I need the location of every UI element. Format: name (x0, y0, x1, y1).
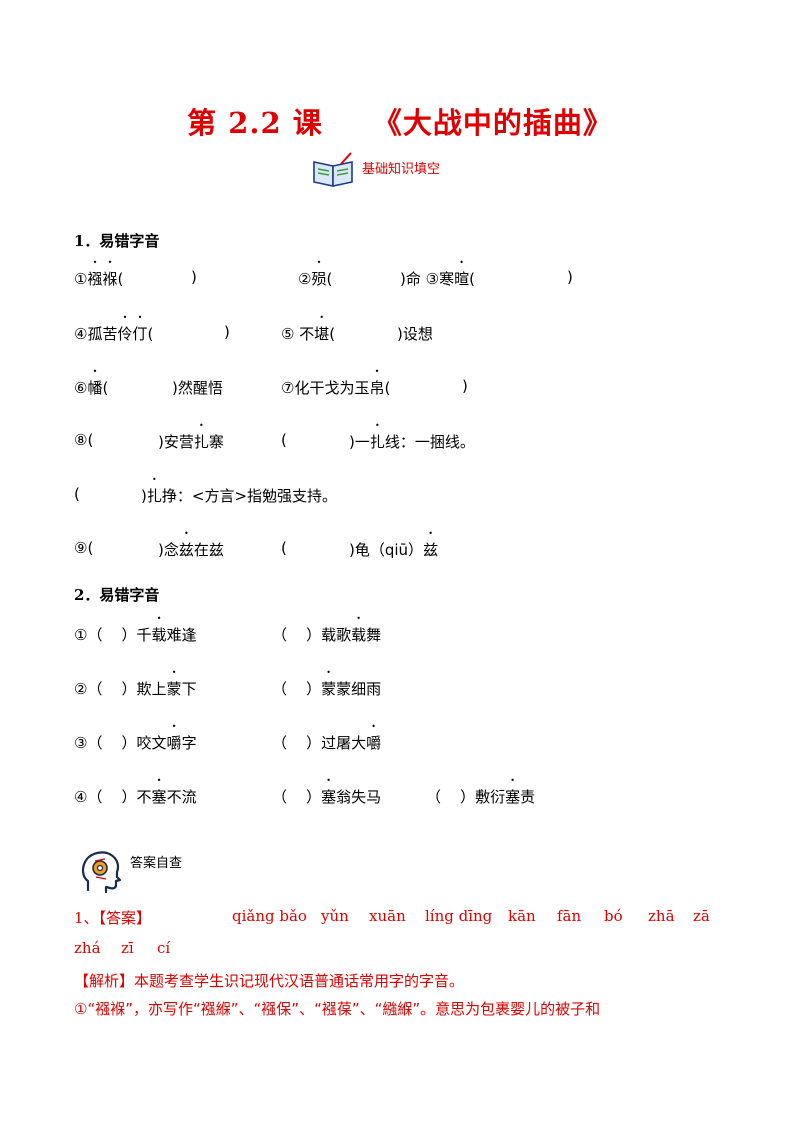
question-row: ①襁褓( (74, 268, 123, 289)
lesson-number: 第 2.2 课 (187, 106, 323, 140)
question-row: ④孤苦伶仃( (74, 323, 153, 344)
question-row: ③（ ）咬文嚼字 (74, 732, 197, 753)
head-gear-icon (80, 850, 122, 898)
page-title: 第 2.2 课 《大战中的插曲》 (0, 100, 800, 142)
question-row: ②殒( (298, 268, 332, 289)
section1-heading: 1．易错字音 (74, 232, 160, 250)
note-text: ①“襁褓”，亦写作“襁緥”、“襁保”、“襁葆”、“繈緥”。意思为包裹婴儿的被子和 (74, 1000, 601, 1018)
question-row: ( (74, 485, 80, 503)
question-row: ②（ ）欺上蒙下 (74, 678, 197, 699)
question-row: ⑤ 不堪( (281, 323, 335, 344)
section2-heading: 2．易错字音 (74, 586, 160, 604)
question-row: ⑥幡( (74, 377, 108, 398)
question-row: ①（ ）千载难逢 (74, 624, 197, 645)
question-row: ⑨( (74, 539, 94, 557)
lesson-title: 《大战中的插曲》 (372, 106, 613, 140)
answer-check-label: 答案自查 (130, 856, 183, 871)
question-row: ⑦化干戈为玉帛( (281, 377, 390, 398)
question-row: ⑧( (74, 431, 94, 449)
question-row: ④（ ）不塞不流 (74, 786, 197, 807)
analysis-text: 【解析】本题考查学生识记现代汉语普通话常用字的字音。 (74, 972, 465, 990)
pinyin-answer: qiǎng bǎo (232, 907, 307, 925)
answer-label: 1、【答案】 (74, 909, 152, 927)
book-icon (311, 152, 355, 192)
subtitle: 基础知识填空 (362, 162, 441, 177)
